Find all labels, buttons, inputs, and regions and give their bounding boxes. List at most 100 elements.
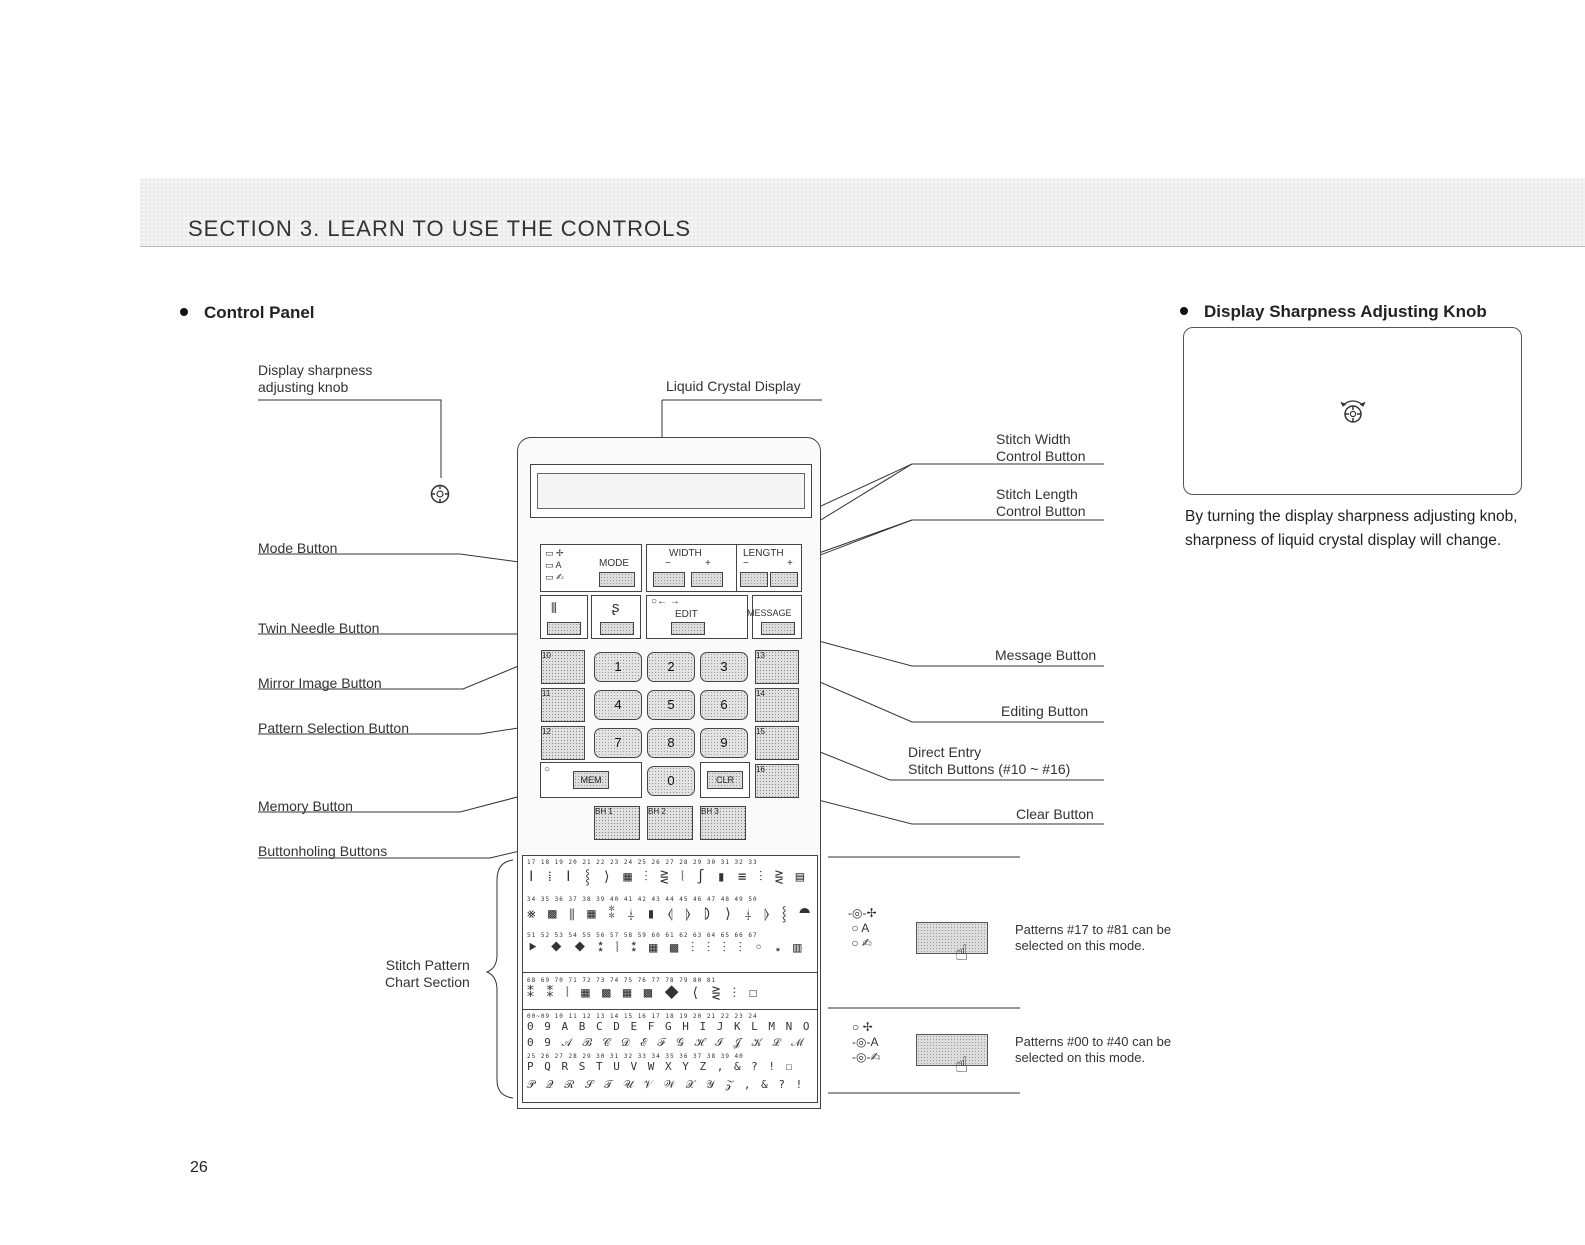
control-panel-heading: Control Panel [180,303,315,323]
pattern-selection-label: Pattern Selection Button [258,720,409,736]
buttonhole-3-button[interactable]: BH 3 [700,806,746,840]
chart-row-numbers: 25 26 27 28 29 30 31 32 33 34 35 36 37 3… [527,1053,744,1060]
page-number: 26 [190,1159,208,1176]
number-5-button[interactable]: 5 [647,690,695,720]
mode-button[interactable] [599,572,635,587]
chart-row-numbers: 34 35 36 37 38 39 40 41 42 43 44 45 46 4… [527,896,758,903]
width-plus-label: + [705,558,711,569]
chart-row-glyphs: ǀ ⁞ ǀ ⸾ ⟩ ▦ ⫶ ⋛ ⦚ ∫ ▮ ≡ ⫶ ⋛ ▤ [527,869,807,885]
chart-divider [523,972,817,973]
message-button-label: Message Button [995,647,1097,663]
clr-button[interactable]: CLR [707,771,743,789]
finger-press-icon: ☝ [955,1052,969,1077]
chart-row-glyphs: ⨳ ▩ ⦀ ▦ ⁑ ⸸ ▮ ⦉ ⦊ ⦈ ⟩ ⸸ ⦊ ⸾ ⯊ [527,906,813,922]
knob-description: By turning the display sharpness adjusti… [1185,508,1518,549]
buttonhole-1-button[interactable]: BH 1 [594,806,640,840]
memory-button-label: Memory Button [258,798,353,814]
stitch-pattern-chart: 17 18 19 20 21 22 23 24 25 26 27 28 29 3… [522,855,818,1103]
number-0-button[interactable]: 0 [647,766,695,796]
section-title: SECTION 3. LEARN TO USE THE CONTROLS [188,216,691,241]
chart-row-glyphs: 0 9 𝒜 ℬ 𝒞 𝒟 ℰ ℱ 𝒢 ℋ ℐ 𝒥 𝒦 ℒ ℳ 𝒩 𝒪 [527,1036,813,1049]
knob-section-heading: Display Sharpness Adjusting Knob [1180,302,1487,322]
number-1-button[interactable]: 1 [594,652,642,682]
edit-text: EDIT [675,609,698,620]
knob-illustration-box [1183,327,1522,495]
message-button[interactable] [761,622,795,635]
memory-indicator-icon: ○ [544,764,551,775]
mode-button-label: Mode Button [258,540,338,556]
clear-button-group: CLR [700,762,750,798]
bullet-icon [1180,306,1188,315]
direct-stitch-16-button[interactable]: 16 [755,764,799,798]
twin-needle-label: Twin Needle Button [258,620,380,636]
width-button-group: WIDTH − + [646,544,748,592]
edit-arrows-icon: ○← → [651,596,680,607]
length-plus-label: + [787,558,793,569]
length-plus-button[interactable] [770,572,798,587]
mode-note-2: Patterns #00 to #40 can be selected on t… [1015,1034,1172,1065]
chart-row-glyphs: 0 9 A B C D E F G H I J K L M N O [527,1020,812,1033]
mode-key-illustration-2 [916,1034,988,1066]
message-button-group: MESSAGE [747,595,802,639]
buttonholing-label: Buttonholing Buttons [258,843,388,859]
direct-stitch-12-button[interactable]: 12 [541,726,585,760]
number-6-button[interactable]: 6 [700,690,748,720]
length-minus-label: − [743,558,749,569]
width-text: WIDTH [669,548,702,559]
twin-needle-button[interactable] [547,622,581,635]
knob-icon[interactable] [430,484,450,504]
buttonhole-2-button[interactable]: BH 2 [647,806,693,840]
edit-button[interactable] [671,622,705,635]
stitch-length-label: Stitch Length Control Button [996,486,1086,519]
chart-row-numbers: 00~09 10 11 12 13 14 15 16 17 18 19 20 2… [527,1013,758,1020]
length-button-group: LENGTH − + [736,544,802,592]
direct-stitch-10-button[interactable]: 10 [541,650,585,684]
direct-stitch-11-button[interactable]: 11 [541,688,585,722]
display-knob-label: Display sharpness adjusting knob [258,362,373,395]
chart-row-numbers: 68 69 70 71 72 73 74 75 76 77 78 79 80 8… [527,977,717,984]
number-9-button[interactable]: 9 [700,728,748,758]
length-text: LENGTH [743,548,784,559]
clear-button-label: Clear Button [1016,806,1094,822]
mode-indicator-icons-2: ○ ✢-◎-A-◎-✍ [852,1020,881,1064]
number-2-button[interactable]: 2 [647,652,695,682]
mode-text: MODE [599,558,629,569]
editing-button-label: Editing Button [1001,703,1089,719]
width-minus-label: − [665,558,671,569]
lcd-screen [537,473,805,509]
mirror-image-label: Mirror Image Button [258,675,382,691]
direct-stitch-14-button[interactable]: 14 [755,688,799,722]
mirror-image-group: ʂ [591,595,641,639]
mirror-image-icon: ʂ [612,599,620,616]
width-plus-button[interactable] [691,572,723,587]
mem-button[interactable]: MEM [573,771,609,789]
edit-button-group: ○← → EDIT [646,595,748,639]
number-7-button[interactable]: 7 [594,728,642,758]
mirror-image-button[interactable] [600,622,634,635]
direct-entry-label: Direct Entry Stitch Buttons (#10 ~ #16) [908,744,1071,777]
twin-needle-group: ⫴ [540,595,588,639]
mode-note-1: Patterns #17 to #81 can be selected on t… [1015,922,1172,953]
message-text: MESSAGE [747,608,792,618]
direct-stitch-13-button[interactable]: 13 [755,650,799,684]
chart-row-glyphs: ⁑ ⁑ ⦚ ▦ ▩ ▦ ▩ ⯁ ⟨ ⋛ ⫶ ☐ [527,985,760,1001]
width-minus-button[interactable] [653,572,685,587]
finger-press-icon: ☝ [955,940,969,965]
direct-stitch-15-button[interactable]: 15 [755,726,799,760]
chart-row-numbers: 17 18 19 20 21 22 23 24 25 26 27 28 29 3… [527,859,758,866]
number-8-button[interactable]: 8 [647,728,695,758]
mode-key-illustration-1 [916,922,988,954]
liquid-crystal-display [530,464,812,518]
stitch-chart-label: Stitch Pattern Chart Section [385,957,470,990]
chart-divider [523,1009,817,1010]
section-header-band: SECTION 3. LEARN TO USE THE CONTROLS [140,178,1585,247]
mode-indicator-icons: ▭ ✢▭ A▭ ✍ [545,548,564,582]
lcd-label: Liquid Crystal Display [666,378,801,394]
memory-button-group: ○ MEM [540,762,642,798]
mode-indicator-icons-1: -◎-✢ ○ A ○ ✍ [848,906,877,950]
length-minus-button[interactable] [740,572,768,587]
number-3-button[interactable]: 3 [700,652,748,682]
mode-button-group: ▭ ✢▭ A▭ ✍ MODE [540,544,642,592]
number-4-button[interactable]: 4 [594,690,642,720]
rotate-knob-icon [1337,396,1369,428]
